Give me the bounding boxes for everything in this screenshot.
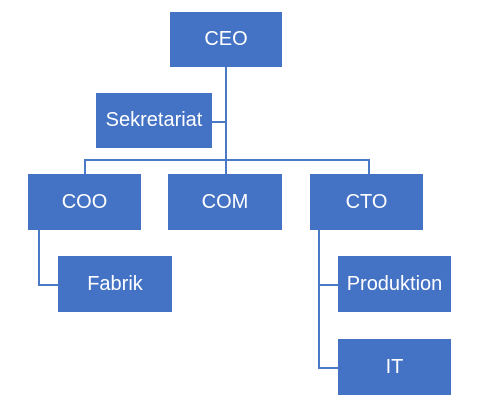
node-cto-label: CTO bbox=[345, 190, 388, 213]
node-produktion: Produktion bbox=[338, 256, 451, 312]
node-fabrik: Fabrik bbox=[58, 256, 172, 312]
node-sekretariat: Sekretariat bbox=[96, 93, 212, 148]
connector-cto-drop bbox=[368, 159, 370, 174]
node-fabrik-label: Fabrik bbox=[87, 272, 143, 295]
connector-coo-spine bbox=[38, 230, 40, 285]
connector-it bbox=[318, 367, 338, 369]
connector-fabrik bbox=[38, 284, 58, 286]
node-ceo: CEO bbox=[170, 12, 282, 67]
node-produktion-label: Produktion bbox=[346, 272, 443, 295]
connector-assistant bbox=[212, 121, 226, 123]
connector-coo-drop bbox=[84, 159, 86, 174]
node-it: IT bbox=[338, 339, 451, 395]
connector-produktion bbox=[318, 284, 338, 286]
node-sekretariat-label: Sekretariat bbox=[105, 109, 203, 131]
connector-ceo-trunk bbox=[225, 67, 227, 160]
connector-com-drop bbox=[225, 159, 227, 174]
node-cto: CTO bbox=[310, 174, 423, 230]
node-com-label: COM bbox=[201, 190, 249, 213]
node-com: COM bbox=[168, 174, 282, 230]
node-coo: COO bbox=[28, 174, 141, 230]
node-it-label: IT bbox=[385, 355, 404, 378]
node-coo-label: COO bbox=[61, 190, 108, 213]
connector-cto-spine bbox=[318, 230, 320, 368]
node-ceo-label: CEO bbox=[204, 28, 248, 50]
